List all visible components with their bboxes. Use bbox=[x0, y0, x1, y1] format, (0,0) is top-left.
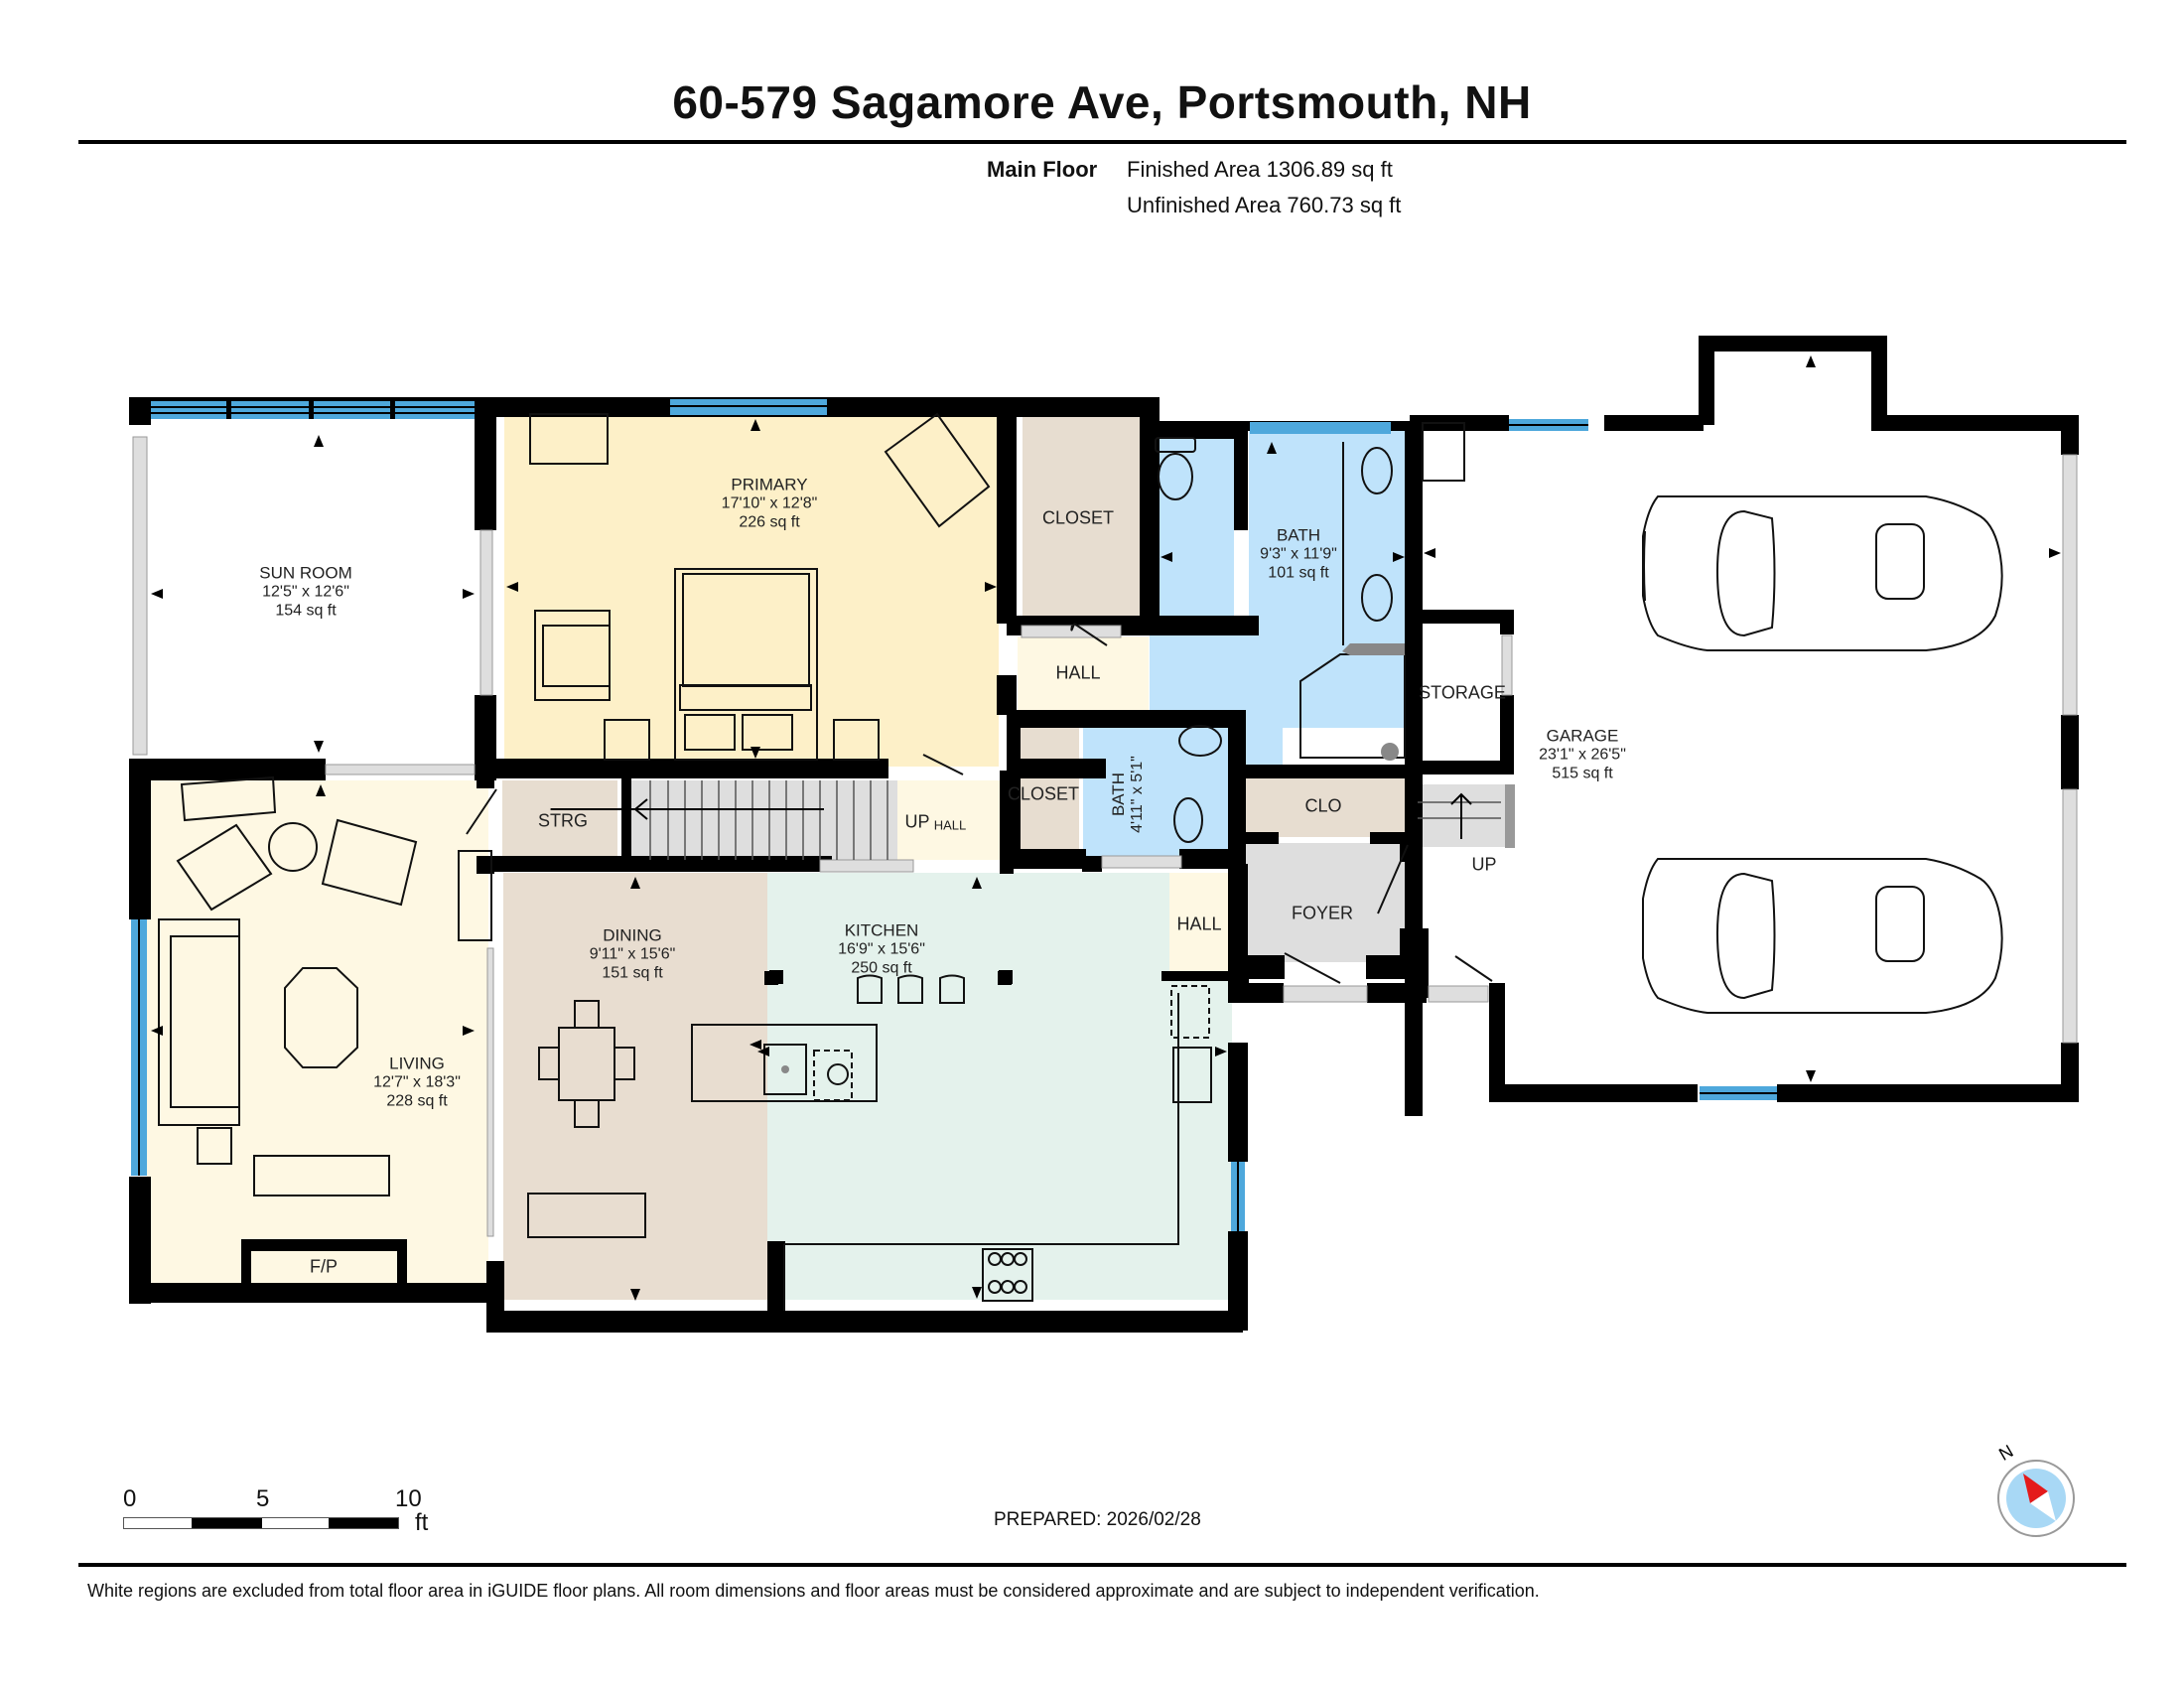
footer-divider bbox=[78, 1563, 2126, 1567]
room-area: 154 sq ft bbox=[275, 602, 337, 620]
dimension-arrows bbox=[151, 355, 2061, 1301]
room-area: 228 sq ft bbox=[386, 1092, 448, 1110]
room-sun-room: SUN ROOM 12'5" x 12'6" 154 sq ft bbox=[259, 564, 352, 621]
car-top bbox=[1642, 495, 2003, 651]
room-area: 250 sq ft bbox=[851, 959, 912, 977]
room-name: BATH bbox=[1109, 772, 1128, 817]
room-dims: 16'9" x 15'6" bbox=[838, 940, 925, 958]
room-dims: 23'1" x 26'5" bbox=[1539, 746, 1626, 764]
car-bottom bbox=[1642, 857, 2003, 1014]
room-area: 226 sq ft bbox=[739, 513, 800, 531]
room-name: BATH bbox=[1276, 525, 1321, 545]
room-name: KITCHEN bbox=[844, 920, 919, 940]
page-title: 60-579 Sagamore Ave, Portsmouth, NH bbox=[672, 76, 1532, 128]
room-dining: DINING 9'11" x 15'6" 151 sq ft bbox=[590, 926, 676, 983]
scale-unit: ft bbox=[415, 1509, 429, 1536]
room-garage: GARAGE 23'1" x 26'5" 515 sq ft bbox=[1539, 727, 1626, 783]
stair-up-garage: UP bbox=[1471, 854, 1497, 875]
room-name: DINING bbox=[603, 925, 662, 945]
compass-north-label: N bbox=[1995, 1442, 2016, 1465]
room-dims: 12'7" x 18'3" bbox=[373, 1073, 461, 1091]
room-hall-kitchen: HALL bbox=[1176, 914, 1222, 934]
header-divider bbox=[78, 140, 2126, 144]
compass: N bbox=[1990, 1441, 2080, 1541]
room-primary: PRIMARY 17'10" x 12'8" 226 sq ft bbox=[722, 476, 818, 532]
room-clo: CLO bbox=[1304, 795, 1342, 816]
window-dividers bbox=[226, 401, 395, 419]
room-dims: 12'5" x 12'6" bbox=[262, 583, 349, 601]
fireplace-label: F/P bbox=[309, 1256, 339, 1277]
room-living: LIVING 12'7" x 18'3" 228 sq ft bbox=[373, 1055, 461, 1111]
room-dims: 9'11" x 15'6" bbox=[589, 945, 676, 963]
prepared-date: PREPARED: 2026/02/28 bbox=[994, 1509, 1201, 1530]
compass-icon: N bbox=[1995, 1441, 2075, 1537]
stair-up-main: UP bbox=[904, 811, 930, 832]
room-hall-top: HALL bbox=[1055, 662, 1101, 683]
room-area: 515 sq ft bbox=[1552, 765, 1613, 782]
room-dims: 9'3" x 11'9" bbox=[1260, 545, 1337, 563]
room-name: GARAGE bbox=[1546, 726, 1619, 746]
room-storage: STORAGE bbox=[1419, 682, 1506, 703]
disclaimer: White regions are excluded from total fl… bbox=[87, 1581, 1540, 1601]
main-stairs bbox=[649, 780, 888, 860]
room-name: LIVING bbox=[389, 1054, 445, 1073]
garage-stairs bbox=[1418, 792, 1501, 839]
room-kitchen: KITCHEN 16'9" x 15'6" 250 sq ft bbox=[838, 921, 925, 978]
room-closet-top: CLOSET bbox=[1041, 507, 1115, 528]
finished-area: Finished Area 1306.89 sq ft bbox=[1127, 157, 1393, 182]
fixtures-grey bbox=[781, 643, 1405, 1073]
room-bath-small: BATH 4'11" x 5'1" bbox=[1109, 756, 1147, 833]
room-foyer: FOYER bbox=[1291, 903, 1354, 923]
room-bath-primary: BATH 9'3" x 11'9" 101 sq ft bbox=[1260, 526, 1337, 583]
room-dims: 17'10" x 12'8" bbox=[721, 494, 818, 512]
room-strg: STRG bbox=[537, 810, 589, 831]
scale-label-0: 0 bbox=[123, 1485, 137, 1512]
room-fills bbox=[147, 417, 1505, 1300]
scale-label-10: 10 bbox=[395, 1485, 422, 1512]
scale-bar-graphic bbox=[123, 1517, 399, 1529]
scale-label-5: 5 bbox=[256, 1485, 270, 1512]
posts bbox=[764, 971, 1012, 985]
room-name: PRIMARY bbox=[731, 475, 808, 494]
room-hall-stair: HALL bbox=[933, 817, 967, 833]
door-openings bbox=[132, 436, 2078, 1237]
floor-name: Main Floor bbox=[987, 157, 1098, 182]
room-name: SUN ROOM bbox=[259, 563, 352, 583]
unfinished-area: Unfinished Area 760.73 sq ft bbox=[1127, 193, 1402, 217]
room-dims: 4'11" x 5'1" bbox=[1129, 756, 1146, 833]
room-area: 151 sq ft bbox=[602, 964, 663, 982]
stair-arrow bbox=[550, 798, 825, 820]
room-closet-mid: CLOSET bbox=[1007, 783, 1080, 804]
room-area: 101 sq ft bbox=[1268, 564, 1329, 582]
furniture bbox=[158, 412, 2003, 1311]
